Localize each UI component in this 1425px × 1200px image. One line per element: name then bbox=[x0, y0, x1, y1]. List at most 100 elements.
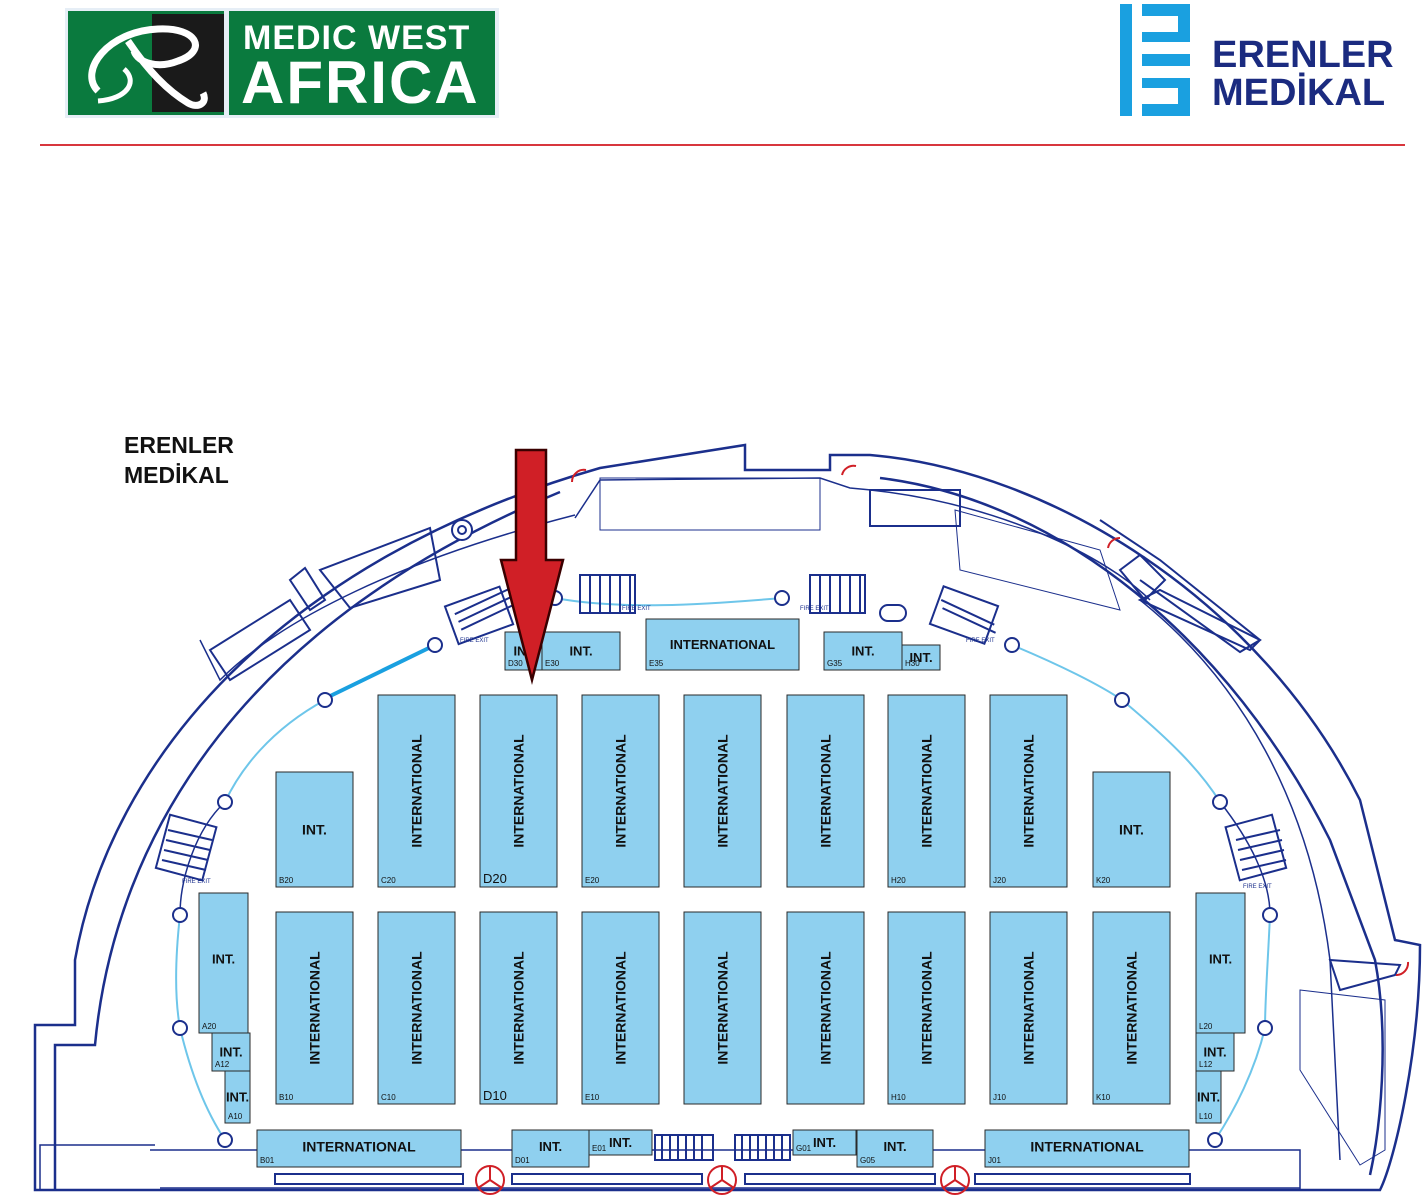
info-kiosk bbox=[879, 604, 907, 622]
stand-bottom-4-code: G01 bbox=[796, 1144, 812, 1153]
stand-bottom-4-label: INT. bbox=[813, 1135, 836, 1150]
stand-upper-9-box bbox=[1092, 771, 1171, 888]
fire-exit-label-1: FIRE EXIT bbox=[460, 638, 489, 644]
stand-bottom-6: INTERNATIONAL J01 bbox=[984, 1129, 1190, 1168]
stand-upper-1-code: B20 bbox=[279, 876, 294, 885]
stair-left-top bbox=[443, 585, 515, 646]
stand-side-4-code: L20 bbox=[1199, 1022, 1213, 1031]
stand-upper-6: INTERNATIONAL bbox=[786, 694, 865, 888]
exhibitor-label-line-1: ERENLER bbox=[124, 432, 234, 458]
stand-lower-1-box bbox=[275, 911, 354, 1105]
stand-side-5-label: INT. bbox=[1203, 1045, 1226, 1060]
stand-upper-3-code: D20 bbox=[483, 871, 507, 886]
stand-lower-7-label: INTERNATIONAL bbox=[919, 951, 935, 1065]
fire-exit-label-3: FIRE EXIT bbox=[800, 606, 829, 612]
stand-lower-9-label: INTERNATIONAL bbox=[1124, 951, 1140, 1065]
stand-side-6-label: INT. bbox=[1197, 1090, 1220, 1105]
stand-side-1: INT. A20 bbox=[198, 892, 249, 1034]
stand-lower-5-label: INTERNATIONAL bbox=[715, 951, 731, 1065]
stand-upper-3-box bbox=[479, 694, 558, 888]
stand-upper-7-code: H20 bbox=[891, 876, 906, 885]
stand-top-4: INT.G35 bbox=[823, 631, 903, 671]
stand-side-6-code: L10 bbox=[1199, 1112, 1213, 1121]
logo-wordmark: MEDIC WEST AFRICA bbox=[229, 11, 495, 115]
stand-bottom-6-box bbox=[984, 1129, 1190, 1168]
stand-side-3-code: A10 bbox=[228, 1112, 243, 1121]
stand-top-3: INTERNATIONAL E35 bbox=[645, 618, 800, 671]
stand-upper-8-code: J20 bbox=[993, 876, 1006, 885]
stand-side-1-code: A20 bbox=[202, 1022, 217, 1031]
stand-top-2-code: E30 bbox=[545, 659, 560, 668]
erenler-medikal-wordmark: ERENLER MEDİKAL bbox=[1212, 36, 1394, 112]
stand-top-4-label: INT. bbox=[851, 644, 874, 659]
stand-top-2-box bbox=[541, 631, 621, 671]
revolving-doors bbox=[475, 1165, 970, 1195]
hall-inner-walls bbox=[39, 477, 1341, 1190]
stand-upper-7-box bbox=[887, 694, 966, 888]
stand-top-2-label: INT. bbox=[569, 644, 592, 659]
stand-bottom-5-box bbox=[856, 1129, 934, 1168]
wordmark-line-1: ERENLER bbox=[1212, 34, 1394, 76]
stair-top-right bbox=[809, 574, 866, 614]
stand-side-1-label: INT. bbox=[212, 952, 235, 967]
medic-west-africa-logo: MEDIC WEST AFRICA bbox=[65, 8, 499, 118]
stand-side-6-box bbox=[1195, 1070, 1222, 1124]
stand-upper-1: INT.B20 bbox=[275, 771, 354, 888]
stand-top-5-box bbox=[901, 644, 941, 671]
stand-lower-5: INTERNATIONAL bbox=[683, 911, 762, 1105]
stand-lower-1-code: B10 bbox=[279, 1093, 294, 1102]
logo-monogram bbox=[68, 11, 224, 115]
stand-upper-9-code: K20 bbox=[1096, 876, 1111, 885]
stand-top-1-code: D30 bbox=[508, 659, 523, 668]
stair-right-top bbox=[928, 585, 1000, 645]
stand-side-2-box bbox=[211, 1032, 251, 1072]
stand-upper-4-code: E20 bbox=[585, 876, 600, 885]
header-divider bbox=[40, 144, 1405, 146]
stand-side-1-box bbox=[198, 892, 249, 1034]
stand-upper-2-code: C20 bbox=[381, 876, 396, 885]
stand-lower-1: INTERNATIONAL B10 bbox=[275, 911, 354, 1105]
stand-upper-6-label: INTERNATIONAL bbox=[818, 734, 834, 848]
wordmark-line-2: MEDİKAL bbox=[1212, 72, 1386, 114]
stand-lower-4-label: INTERNATIONAL bbox=[613, 951, 629, 1065]
stand-side-5-box bbox=[1195, 1032, 1235, 1072]
stand-bottom-3-label: INT. bbox=[609, 1135, 632, 1150]
stand-top-4-box bbox=[823, 631, 903, 671]
stand-bottom-5-code: G05 bbox=[860, 1156, 876, 1165]
stand-bottom-2: INT.D01 bbox=[511, 1129, 590, 1168]
stand-lower-7-code: H10 bbox=[891, 1093, 906, 1102]
stand-upper-5-box bbox=[683, 694, 762, 888]
perimeter-rooms bbox=[208, 477, 1402, 1166]
stand-side-3-box bbox=[224, 1070, 251, 1124]
entrance-glazing bbox=[274, 1173, 1191, 1185]
stand-bottom-6-code: J01 bbox=[988, 1156, 1001, 1165]
stair-bottom-center bbox=[654, 1134, 791, 1161]
stand-lower-9-code: K10 bbox=[1096, 1093, 1111, 1102]
stair-left bbox=[154, 813, 218, 882]
stand-bottom-2-label: INT. bbox=[539, 1139, 562, 1154]
stand-upper-5: INTERNATIONAL bbox=[683, 694, 762, 888]
stand-top-3-label: INTERNATIONAL bbox=[670, 637, 775, 652]
stand-bottom-5-label: INT. bbox=[883, 1139, 906, 1154]
stand-top-5-label: INT. bbox=[909, 650, 932, 665]
stand-bottom-6-label: INTERNATIONAL bbox=[1030, 1139, 1144, 1155]
stand-upper-8-box bbox=[989, 694, 1068, 888]
stand-lower-1-label: INTERNATIONAL bbox=[307, 951, 323, 1065]
stand-top-3-code: E35 bbox=[649, 659, 664, 668]
emergency-doors bbox=[570, 464, 1410, 977]
fire-exit-label-2: FIRE EXIT bbox=[622, 606, 651, 612]
stand-upper-2-box bbox=[377, 694, 456, 888]
stand-lower-6-label: INTERNATIONAL bbox=[818, 951, 834, 1065]
stand-side-3: INT.A10 bbox=[224, 1070, 251, 1124]
hall-outer-walls bbox=[33, 443, 1422, 1192]
logo-line-2: AFRICA bbox=[241, 49, 480, 116]
stand-bottom-5: INT. G05 bbox=[856, 1129, 934, 1168]
